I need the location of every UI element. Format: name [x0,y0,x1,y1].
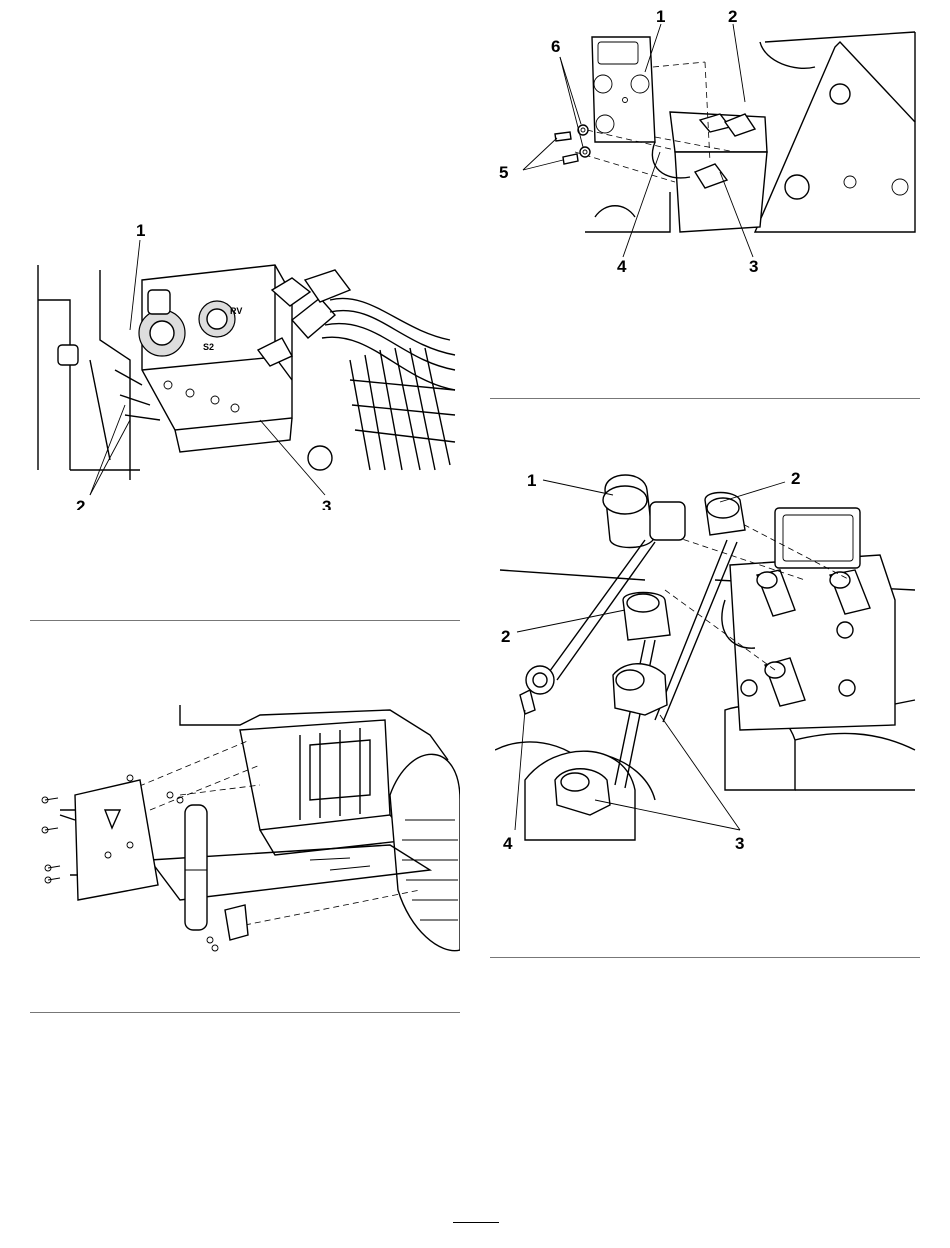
callout-2: 2 [728,7,737,26]
callout-3: 3 [735,834,744,853]
figure-quick-couplers: 1 2 2 3 4 [495,460,920,860]
figure-valve-block: RV S2 1 2 3 [30,220,460,510]
frame-assembly-illustration [30,700,460,960]
plate-mount-illustration: 1 2 3 4 5 6 [495,2,920,274]
callout-3: 3 [322,497,331,510]
callout-6: 6 [551,37,560,56]
callout-4: 4 [503,834,513,853]
callout-5: 5 [499,163,508,182]
callout-4: 4 [617,257,627,274]
rv-port-label: RV [230,306,242,316]
callout-2: 2 [501,627,510,646]
callout-1: 1 [527,471,536,490]
divider [30,1012,460,1013]
quick-couplers-illustration: 1 2 2 3 4 [495,460,920,860]
page-number-rule [453,1222,499,1223]
valve-block-illustration: RV S2 1 2 3 [30,220,460,510]
callout-1: 1 [136,221,145,240]
figure-plate-mount: 1 2 3 4 5 6 [495,2,920,274]
divider [490,957,920,958]
divider [30,620,460,621]
callout-2: 2 [76,497,85,510]
divider [490,398,920,399]
callout-2: 2 [791,469,800,488]
callout-3: 3 [749,257,758,274]
callout-1: 1 [656,7,665,26]
figure-frame-assembly [30,700,460,960]
s2-solenoid-label: S2 [203,342,214,352]
